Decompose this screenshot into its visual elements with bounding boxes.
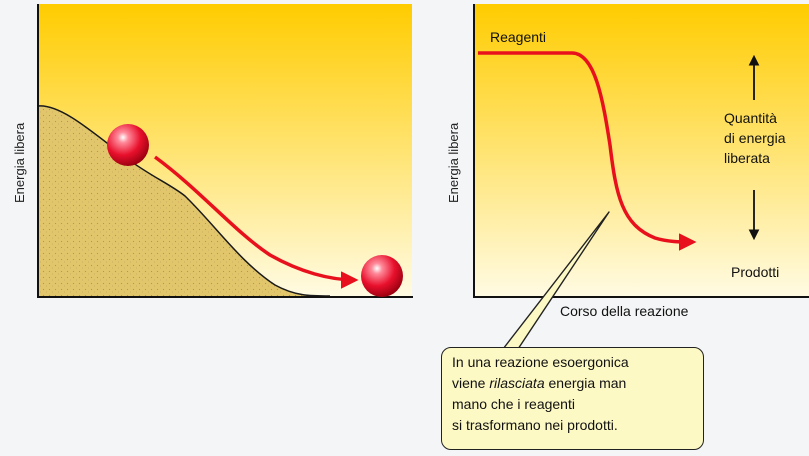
ball-top <box>107 124 149 166</box>
energy-released-label: Quantità di energia liberata <box>724 108 786 168</box>
energy-released-line-2: di energia <box>724 130 786 146</box>
callout-line-1: In una reazione esoergonica <box>452 354 629 370</box>
reactants-label: Reagenti <box>490 29 547 45</box>
energy-hill-outline <box>37 105 331 297</box>
energy-released-line-1: Quantità <box>724 110 777 126</box>
callout-box: In una reazione esoergonica viene rilasc… <box>441 347 704 450</box>
callout-line-3: mano che i reagenti <box>452 396 575 412</box>
callout-line-2-pre: viene <box>452 375 490 391</box>
right-panel <box>473 4 809 298</box>
energy-released-line-3: liberata <box>724 150 770 166</box>
left-y-axis-label: Energia libera <box>12 122 27 203</box>
callout-line-2-emphasis: rilasciata <box>489 375 545 391</box>
right-y-axis-label: Energia libera <box>446 122 461 203</box>
ball-bottom <box>361 255 403 297</box>
products-label: Prodotti <box>731 264 780 280</box>
callout-line-4: si trasformano nei prodotti. <box>452 417 618 433</box>
callout-line-2-post: energia man <box>544 375 627 391</box>
x-axis-label: Corso della reazione <box>560 303 689 319</box>
callout-line-2: viene rilasciata energia man <box>452 373 693 394</box>
left-panel <box>37 4 413 298</box>
rolling-arrow <box>153 155 359 289</box>
reaction-curve <box>478 51 697 251</box>
